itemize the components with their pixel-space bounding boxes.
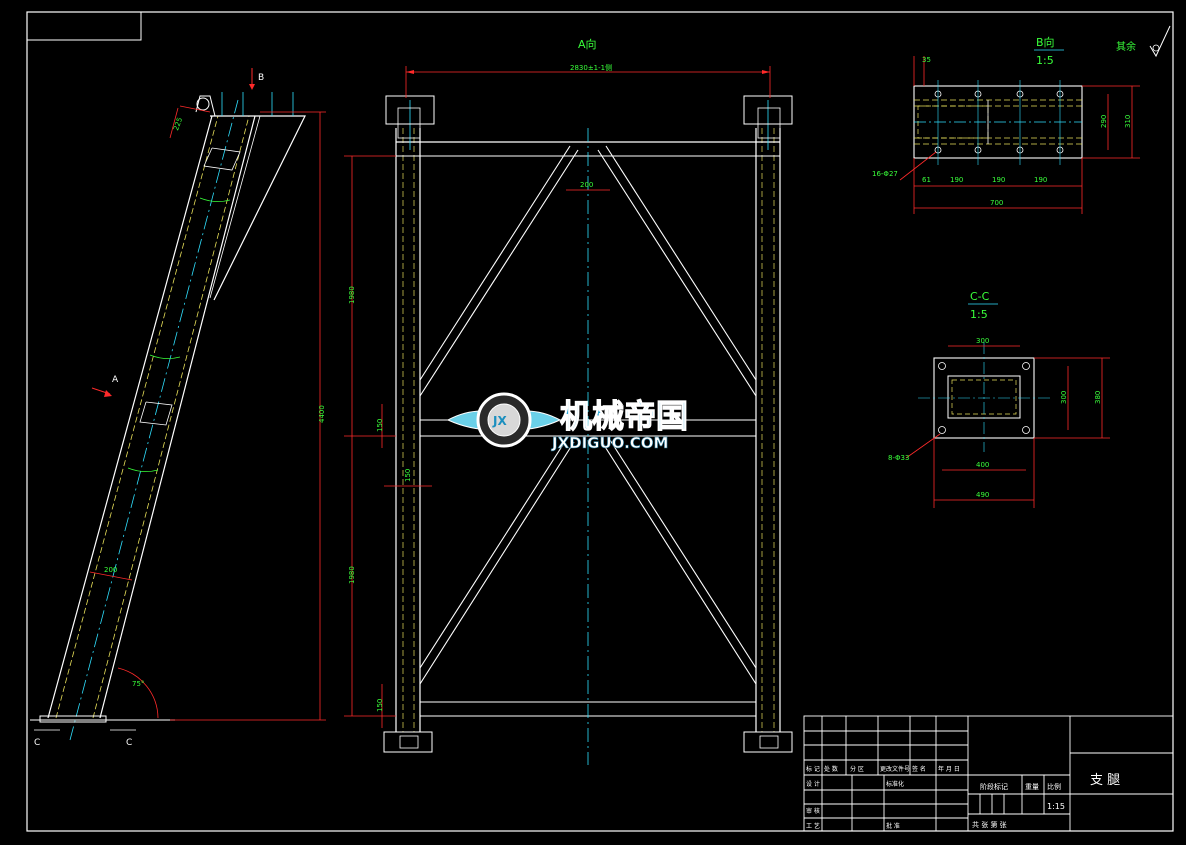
dim-column-width: 200 [104, 566, 117, 574]
tb-sheets: 共 张 第 张 [972, 820, 1007, 829]
corner-box [26, 11, 142, 41]
b-view [899, 25, 1171, 214]
tb-standardize: 标准化 [886, 780, 904, 788]
watermark-en: JXDIGUO.COM [551, 434, 668, 452]
side-view-labels: B A C C 225 200 4400 75° [34, 73, 326, 748]
dim-top-width: 225 [172, 116, 184, 131]
tb-part-name: 支 腿 [1090, 773, 1120, 788]
cc-section-scale: 1:5 [970, 308, 988, 321]
dim-height: 4400 [318, 405, 326, 423]
b-dim-edge: 35 [922, 56, 931, 64]
dim-brace-gap: 200 [580, 181, 593, 189]
dim-bottom-plate: 150 [376, 699, 384, 712]
roughness-note: 其余 [1116, 40, 1136, 53]
dim-upper-height: 1980 [348, 286, 356, 304]
tb-scale-label: 比例 [1047, 782, 1061, 791]
sheet-frame [26, 11, 1174, 832]
b-dim-outer-height: 310 [1124, 115, 1132, 128]
watermark-cn: 机械帝国 [560, 397, 688, 435]
cc-dim-bottom-outer: 490 [976, 491, 989, 499]
watermark: JX 机械帝国 JXDIGUO.COM [446, 392, 689, 452]
tb-stage-mark: 阶段标记 [980, 782, 1008, 791]
b-dim-total-length: 700 [990, 199, 1003, 207]
b-view-labels: B向 1:5 其余 35 290 310 16-Φ27 61 190 190 1… [872, 35, 1136, 207]
dim-angle: 75° [132, 680, 144, 688]
arrow-a-label: A [112, 375, 119, 385]
tb-check: 审 核 [806, 807, 820, 815]
tb-header-sign: 签 名 [912, 765, 926, 773]
tb-header-date: 年 月 日 [938, 765, 960, 773]
cc-hole-callout: 8-Φ33 [888, 454, 909, 462]
tb-scale-value: 1:15 [1047, 802, 1065, 811]
cc-dim-top: 300 [976, 337, 989, 345]
front-view [344, 66, 793, 765]
b-dim-pitch-2: 190 [992, 176, 1005, 184]
section-c-left-label: C [34, 738, 40, 748]
front-view-labels: A向 2830±1-1侧 200 1980 1980 150 150 150 [348, 37, 612, 712]
dim-column-side: 150 [404, 469, 412, 482]
tb-weight: 重量 [1025, 783, 1039, 791]
dim-lower-height: 1980 [348, 566, 356, 584]
b-dim-pitch-3: 190 [1034, 176, 1047, 184]
section-c-right-label: C [126, 738, 132, 748]
b-dim-pitch-1: 190 [950, 176, 963, 184]
side-view [30, 68, 326, 741]
b-view-scale: 1:5 [1036, 54, 1054, 67]
cc-view-labels: C-C 1:5 300 300 380 8-Φ33 400 490 [888, 290, 1102, 499]
b-view-title: B向 [1036, 35, 1055, 49]
cc-dim-outer-height: 380 [1094, 391, 1102, 404]
b-dim-first-pitch: 61 [922, 176, 931, 184]
b-hole-callout: 16-Φ27 [872, 170, 898, 178]
tb-design: 设 计 [806, 780, 820, 788]
watermark-badge-text: JX [492, 414, 507, 428]
tb-header-count: 处 数 [824, 765, 838, 773]
b-dim-inner-height: 290 [1100, 115, 1108, 128]
tb-header-change: 更改文件号 [880, 765, 910, 773]
cc-dim-bottom-inner: 400 [976, 461, 989, 469]
tb-header-mark: 标 记 [806, 765, 820, 773]
dim-mid-plate: 150 [376, 419, 384, 432]
a-view-title: A向 [578, 37, 597, 51]
arrow-b-label: B [258, 73, 264, 83]
cc-view [905, 303, 1110, 508]
tb-approve: 批 准 [886, 822, 900, 830]
title-block-texts: 标 记 处 数 分 区 更改文件号 签 名 年 月 日 设 计 标准化 审 核 … [806, 765, 1120, 830]
tb-process: 工 艺 [806, 822, 820, 830]
cc-section-title: C-C [970, 290, 990, 303]
tb-header-zone: 分 区 [850, 765, 864, 773]
title-block [803, 715, 1174, 832]
dim-total-width: 2830±1-1侧 [570, 63, 612, 72]
cc-dim-inner-height: 300 [1060, 391, 1068, 404]
